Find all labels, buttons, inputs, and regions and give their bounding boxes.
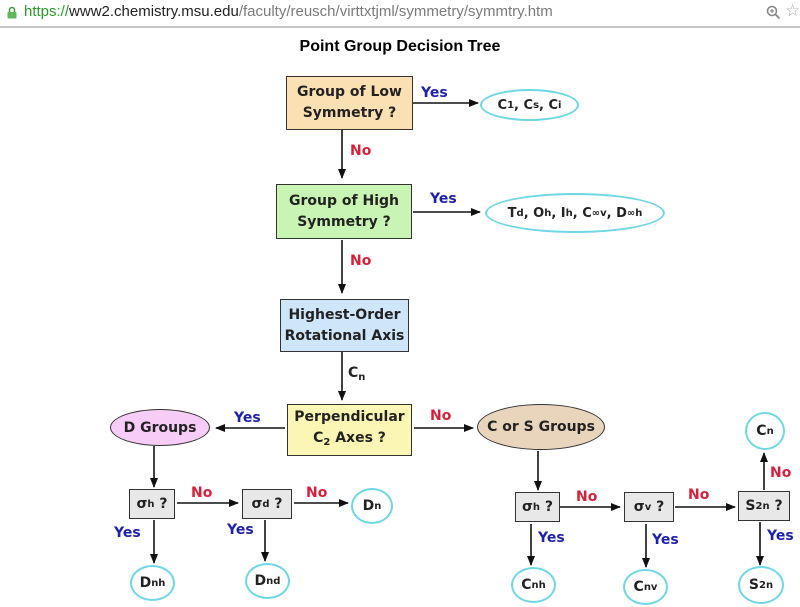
low-symmetry-line2: Symmetry ? (302, 105, 397, 121)
label-no-low: No (350, 143, 372, 159)
label-no-c-sigmah: No (576, 489, 598, 505)
high-symmetry-line2: Symmetry ? (297, 213, 391, 230)
label-cn: Cn (348, 365, 366, 383)
d-groups-node: D Groups (110, 409, 210, 446)
url-text[interactable]: https://www2.chemistry.msu.edu/faculty/r… (24, 3, 553, 20)
label-yes-c-sigmah: Yes (538, 530, 565, 546)
label-yes-high: Yes (430, 191, 457, 207)
label-no-s2n: No (770, 465, 792, 481)
low-symmetry-line1: Group of Low (297, 84, 402, 100)
url-path: /faculty/reusch/virttxtjml/symmetry/symm… (238, 3, 553, 20)
label-no-d-sigmad: No (306, 485, 328, 501)
perpendicular-line1: Perpendicular (294, 409, 405, 425)
lock-icon (7, 6, 17, 19)
rotational-axis-line2: Rotational Axis (284, 327, 405, 344)
label-yes-low: Yes (421, 85, 448, 101)
rotational-axis-line1: Highest-Order (288, 306, 401, 323)
address-bar[interactable]: https://www2.chemistry.msu.edu/faculty/r… (0, 0, 800, 28)
url-host: www2.chemistry.msu.edu (69, 3, 239, 20)
diagram-title: Point Group Decision Tree (299, 38, 501, 55)
label-no-high: No (350, 253, 372, 269)
label-yes-s2n: Yes (767, 528, 794, 544)
zoom-icon[interactable] (766, 5, 781, 20)
label-no-c-sigmav: No (688, 487, 710, 503)
high-symmetry-line1: Group of High (289, 192, 399, 209)
c-or-s-groups-node: C or S Groups (477, 404, 605, 450)
label-no-d-sigmah: No (191, 485, 213, 501)
label-yes-d-sigmad: Yes (227, 522, 254, 538)
label-yes-perp: Yes (234, 410, 261, 426)
bookmark-star-icon[interactable]: ☆ (785, 1, 800, 21)
label-yes-c-sigmav: Yes (652, 532, 679, 548)
url-scheme: https:// (24, 3, 70, 20)
label-no-perp: No (430, 408, 452, 424)
label-yes-d-sigmah: Yes (114, 525, 141, 541)
